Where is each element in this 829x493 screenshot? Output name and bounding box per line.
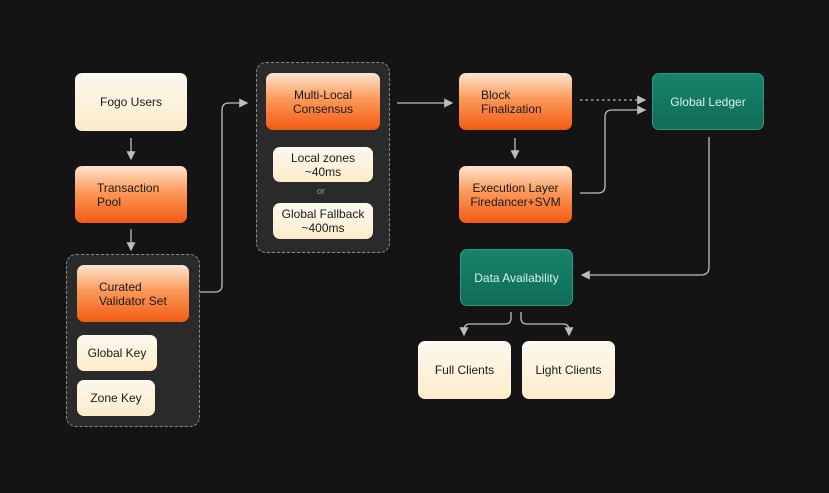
- arrow-validators-to-consensus: [200, 98, 249, 293]
- execution-layer-node: Execution Layer Firedancer+SVM: [459, 166, 572, 223]
- local-zones-node: Local zones ~40ms: [273, 147, 373, 182]
- zone-key-node: Zone Key: [77, 380, 155, 416]
- global-key-node: Global Key: [77, 335, 157, 371]
- global-fallback-node: Global Fallback ~400ms: [273, 203, 373, 239]
- full-clients-node: Full Clients: [418, 341, 511, 399]
- multi-local-consensus-node: Multi-Local Consensus: [266, 73, 380, 130]
- data-availability-label: Data Availability: [474, 270, 559, 285]
- block-finalization-node: Block Finalization: [459, 73, 572, 130]
- global-key-label: Global Key: [87, 346, 147, 360]
- or-label: or: [317, 186, 326, 196]
- global-fallback-label: Global Fallback ~400ms: [281, 207, 365, 235]
- local-zones-label: Local zones ~40ms: [290, 150, 356, 179]
- fogo-users-label: Fogo Users: [99, 95, 163, 109]
- multi-local-consensus-label: Multi-Local Consensus: [292, 87, 354, 116]
- data-availability-node: Data Availability: [460, 249, 573, 306]
- transaction-pool-node: Transaction Pool: [75, 166, 187, 223]
- arrow-da-to-full-clients: [459, 312, 512, 337]
- block-finalization-label: Block Finalization: [481, 87, 542, 116]
- full-clients-label: Full Clients: [434, 363, 495, 377]
- arrow-da-to-light-clients: [520, 312, 574, 337]
- fogo-users-node: Fogo Users: [75, 73, 187, 131]
- global-ledger-node: Global Ledger: [652, 73, 764, 130]
- execution-layer-label: Execution Layer Firedancer+SVM: [470, 180, 561, 209]
- arrow-execution-to-ledger: [580, 105, 647, 194]
- light-clients-label: Light Clients: [535, 363, 602, 377]
- arrow-ledger-to-data-availability: [580, 137, 710, 280]
- zone-key-label: Zone Key: [90, 391, 142, 405]
- light-clients-node: Light Clients: [522, 341, 615, 399]
- global-ledger-label: Global Ledger: [670, 94, 746, 109]
- transaction-pool-label: Transaction Pool: [97, 180, 160, 209]
- curated-validator-set-node: Curated Validator Set: [77, 265, 189, 322]
- curated-validator-set-label: Curated Validator Set: [99, 279, 167, 308]
